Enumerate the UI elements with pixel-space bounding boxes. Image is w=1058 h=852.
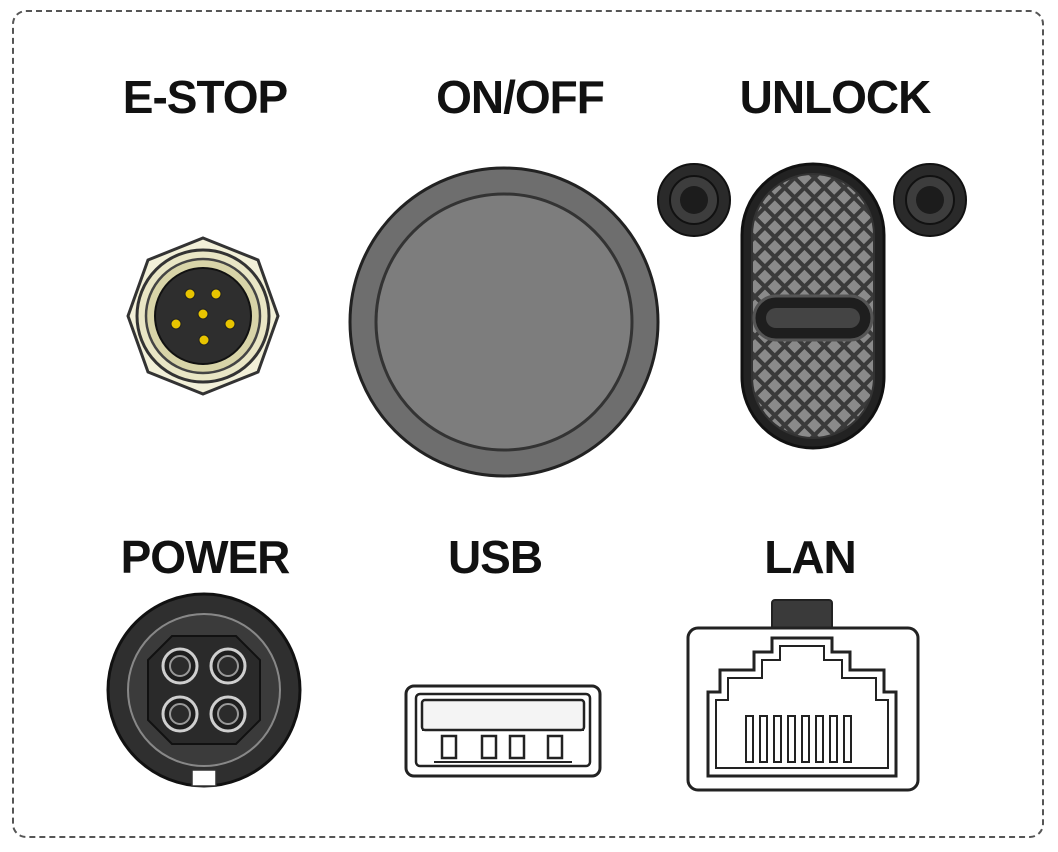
rocker-switch-icon[interactable] [656, 158, 972, 450]
round-push-button-icon[interactable] [346, 166, 662, 478]
power-label: POWER [120, 531, 291, 583]
connector-pins [170, 288, 236, 346]
onoff-label: ON/OFF [436, 71, 605, 123]
rj45-port-icon[interactable] [686, 598, 922, 794]
estop-label: E-STOP [122, 71, 288, 123]
four-pin-power-connector-icon[interactable] [104, 592, 304, 792]
mounting-screw-icon [893, 163, 967, 237]
panel-outline [12, 10, 1044, 838]
unlock-label: UNLOCK [739, 71, 932, 123]
circular-m12-connector-icon[interactable] [126, 236, 280, 398]
lan-label: LAN [764, 531, 857, 583]
mounting-screw-icon [657, 163, 731, 237]
usb-a-port-icon[interactable] [404, 684, 604, 778]
usb-label: USB [447, 531, 543, 583]
